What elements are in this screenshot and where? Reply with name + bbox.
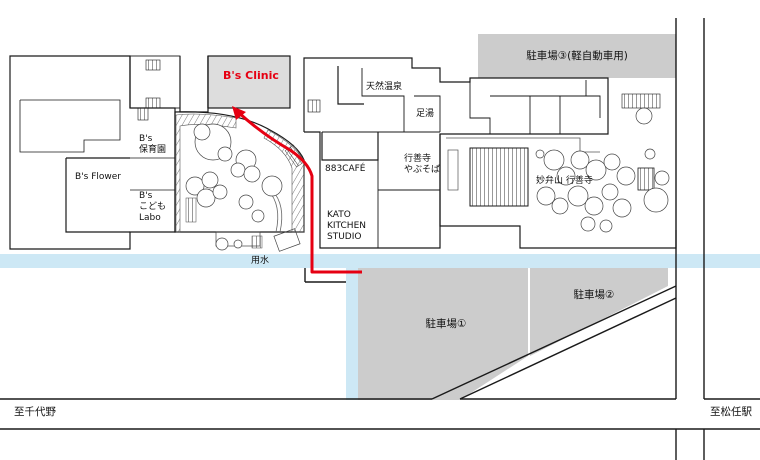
roads [0, 18, 760, 460]
temple-grounds [439, 134, 677, 249]
parking-lot-1 [358, 268, 528, 400]
waterway-vertical [346, 268, 358, 400]
center-building [303, 57, 609, 249]
temple-bell-tower [637, 167, 655, 191]
parking-lot-3 [478, 34, 676, 78]
left-stairs [137, 59, 161, 121]
temple-main-hall [469, 147, 529, 207]
temple-trees [535, 107, 670, 233]
courtyard-trees [185, 123, 283, 251]
route-to-clinic [236, 110, 362, 274]
route-arrowhead [232, 106, 246, 120]
waterway-horizontal [0, 254, 760, 268]
parking-lot-2 [530, 268, 668, 356]
center-stairs [307, 93, 661, 113]
